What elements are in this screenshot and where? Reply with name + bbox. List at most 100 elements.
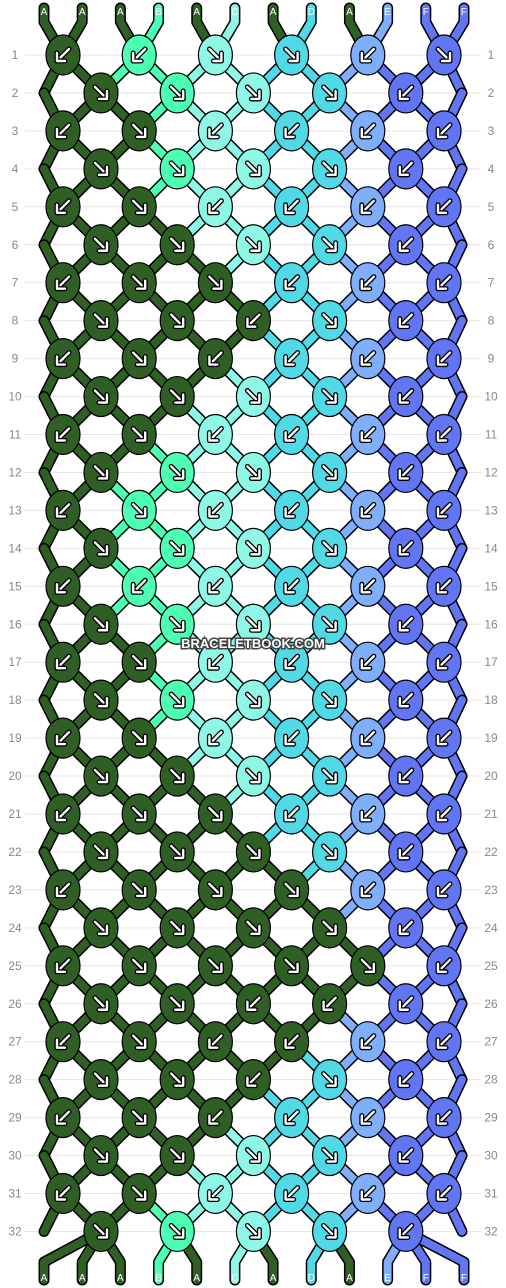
- arrow-down-right-icon: [92, 1071, 110, 1089]
- arrow-down-right-icon: [168, 236, 186, 254]
- row-number-right: 6: [488, 238, 495, 252]
- arrow-down-right-icon: [92, 539, 110, 557]
- knot: [197, 793, 233, 835]
- knot: [45, 489, 81, 531]
- arrow-down-left-icon: [435, 729, 453, 747]
- arrow-down-right-icon: [321, 539, 339, 557]
- knot: [312, 1134, 348, 1177]
- knot: [159, 148, 195, 190]
- row-number-right: 4: [488, 162, 495, 176]
- knot: [350, 1096, 386, 1139]
- arrow-down-left-icon: [397, 691, 415, 709]
- knot: [83, 755, 119, 797]
- knot: [83, 679, 119, 721]
- arrow-down-left-icon: [435, 350, 453, 368]
- row-number-right: 27: [484, 1035, 498, 1049]
- arrow-down-right-icon: [321, 236, 339, 254]
- arrow-down-left-icon: [283, 122, 301, 140]
- knot: [159, 679, 195, 721]
- arrow-down-left-icon: [359, 46, 377, 64]
- arrow-down-left-icon: [54, 1185, 72, 1202]
- knot: [426, 1096, 462, 1139]
- row-number-right: 26: [484, 997, 498, 1011]
- arrow-down-left-icon: [359, 1109, 377, 1127]
- knot: [312, 451, 348, 494]
- arrow-down-right-icon: [321, 463, 339, 481]
- arrow-down-left-icon: [359, 577, 377, 595]
- knot: [45, 34, 81, 76]
- arrow-down-right-icon: [168, 160, 186, 178]
- knot: [197, 641, 233, 683]
- knot: [388, 148, 424, 190]
- knot: [83, 1210, 119, 1253]
- knot: [121, 641, 157, 683]
- arrow-down-right-icon: [244, 84, 262, 102]
- arrow-down-left-icon: [206, 729, 224, 747]
- arrow-down-left-icon: [359, 1033, 377, 1051]
- arrow-down-left-icon: [54, 1109, 72, 1127]
- arrow-down-left-icon: [397, 919, 415, 937]
- knot: [426, 1021, 462, 1063]
- arrow-down-left-icon: [359, 1185, 377, 1202]
- knot: [121, 793, 157, 835]
- knot: [159, 1210, 195, 1253]
- row-number-left: 23: [8, 883, 22, 897]
- row-number-left: 19: [8, 731, 22, 745]
- arrow-down-right-icon: [244, 1147, 262, 1165]
- arrow-down-left-icon: [435, 1185, 453, 1202]
- top-strand-label: F: [423, 7, 429, 18]
- knot: [83, 603, 119, 645]
- arrow-down-right-icon: [130, 274, 148, 292]
- knot: [83, 72, 119, 114]
- arrow-down-right-icon: [359, 957, 377, 975]
- bottom-strand-label: E: [384, 1273, 391, 1284]
- arrow-down-left-icon: [283, 1033, 301, 1051]
- arrow-down-left-icon: [283, 426, 301, 443]
- arrow-down-right-icon: [321, 160, 339, 178]
- bottom-strand-label: A: [79, 1273, 86, 1284]
- knot: [312, 300, 348, 342]
- knot: [274, 641, 310, 683]
- knot: [159, 831, 195, 873]
- row-number-right: 25: [484, 959, 498, 973]
- arrow-down-right-icon: [206, 46, 224, 64]
- row-number-right: 30: [484, 1149, 498, 1163]
- knot: [197, 717, 233, 759]
- row-number-right: 29: [484, 1111, 498, 1125]
- knot: [197, 945, 233, 987]
- arrow-down-left-icon: [359, 198, 377, 216]
- arrow-down-left-icon: [359, 122, 377, 140]
- row-number-left: 14: [8, 541, 22, 555]
- knot: [159, 300, 195, 342]
- arrow-down-right-icon: [321, 691, 339, 709]
- arrow-down-left-icon: [283, 1109, 301, 1127]
- arrow-down-left-icon: [397, 236, 415, 254]
- knot: [350, 262, 386, 304]
- row-number-left: 16: [8, 617, 22, 631]
- knot: [121, 1096, 157, 1139]
- arrow-down-right-icon: [92, 919, 110, 937]
- knot: [388, 983, 424, 1025]
- arrow-down-left-icon: [435, 426, 453, 443]
- arrow-down-right-icon: [321, 84, 339, 102]
- arrow-down-left-icon: [54, 1033, 72, 1051]
- arrow-down-right-icon: [168, 312, 186, 330]
- knot: [197, 869, 233, 911]
- row-number-left: 3: [12, 124, 19, 138]
- arrow-down-right-icon: [244, 160, 262, 178]
- arrow-down-left-icon: [397, 539, 415, 557]
- arrow-down-right-icon: [92, 388, 110, 406]
- knot: [426, 489, 462, 531]
- arrow-down-right-icon: [130, 198, 148, 216]
- arrow-down-left-icon: [54, 957, 72, 975]
- knot: [83, 527, 119, 569]
- arrow-down-left-icon: [397, 1222, 415, 1240]
- arrow-down-left-icon: [397, 1147, 415, 1165]
- arrow-down-left-icon: [359, 350, 377, 368]
- row-number-left: 26: [8, 997, 22, 1011]
- knot: [83, 148, 119, 190]
- arrow-down-left-icon: [206, 1109, 224, 1127]
- bottom-strand-label: F: [461, 1273, 467, 1284]
